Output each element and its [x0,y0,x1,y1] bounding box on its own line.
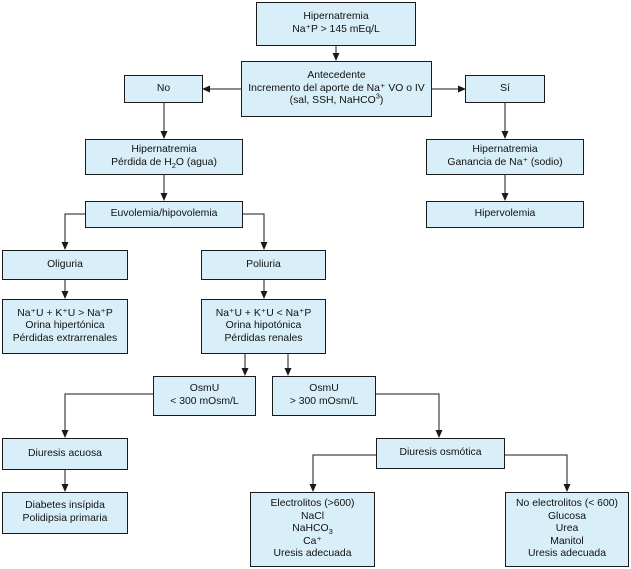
node-antecedente-line3: (sal, SSH, NaHCO3) [289,91,384,108]
node-ganancia-na-line2: Ganancia de Na⁺ (sodio) [447,157,563,168]
node-antecedente: Antecedente Incremento del aporte de Na⁺… [241,61,432,117]
node-root: Hipernatremia Na⁺P > 145 mEq/L [256,2,416,46]
node-no-electrolitos-line4: Manitol [550,535,584,547]
line2-sub: 2 [171,161,176,171]
node-ganancia-na: Hipernatremia Ganancia de Na⁺ (sodio) [426,139,584,175]
arrow-euvolemia-oliguria [61,213,85,250]
node-diabetes-line1: Diabetes insípida [25,500,105,512]
node-no-electrolitos: No electrolitos (< 600) Glucosa Urea Man… [505,492,629,567]
line2-pre: Pérdida de H [111,157,172,168]
node-renales: Na⁺U + K⁺U < Na⁺P Orina hipotónica Pérdi… [201,299,326,354]
node-no-label: No [156,82,171,94]
node-osm-high-line2: > 300 mOsm/L [289,396,359,407]
node-diuresis-acuosa-label: Diuresis acuosa [28,447,102,459]
node-osm-low: OsmU < 300 mOsm/L [153,376,256,416]
node-perdida-agua-line1: Hipernatremia [131,144,197,156]
node-poliuria: Poliuria [201,250,326,280]
node-extrarrenales: Na⁺U + K⁺U > Na⁺P Orina hipertónica Pérd… [2,299,128,354]
node-diuresis-osmotica-label: Diuresis osmótica [399,447,482,459]
node-osm-low-line2: < 300 mOsm/L [170,396,239,407]
node-antecedente-line2: Incremento del aporte de Na⁺ VO o IV [248,82,425,94]
node-poliuria-label: Poliuria [246,258,281,270]
node-root-line2: Na⁺P > 145 mEq/L [292,24,380,35]
node-electrolitos-line5: Uresis adecuada [273,548,352,560]
node-electrolitos-line4: Ca⁺ [303,535,322,547]
node-renales-line2: Orina hipotónica [225,320,302,332]
line3-sup: 3 [375,91,380,101]
node-diabetes-line2: Polidipsia primaria [22,513,108,524]
node-no-electrolitos-line1: No electrolitos (< 600) [516,498,618,510]
node-electrolitos: Electrolitos (>600) NaCl NaHCO3 Ca⁺ Ures… [250,492,375,567]
line3-pre: (sal, SSH, NaHCO [289,95,376,107]
node-extrarrenales-line3: Pérdidas extrarrenales [12,332,118,344]
node-si-label: Sí [500,82,510,94]
line3-sub: 3 [328,527,333,537]
line3-post: ) [379,95,384,107]
node-no-electrolitos-line3: Urea [555,523,579,535]
arrow-diuresis-osmotica-no-electrolitos [505,454,571,492]
node-osm-high: OsmU > 300 mOsm/L [272,376,376,416]
arrow-diuresis-osmotica-electrolitos [309,454,376,492]
node-hipervolemia-label: Hipervolemia [474,208,536,220]
node-extrarrenales-line1: Na⁺U + K⁺U > Na⁺P [17,307,113,319]
line2-post: O (agua) [175,157,217,168]
arrow-euvolemia-poliuria [243,213,268,250]
node-osm-low-line1: OsmU [189,383,220,395]
node-hipervolemia: Hipervolemia [426,201,584,228]
node-euvolemia-label: Euvolemia/hipovolemia [110,208,218,220]
node-renales-line3: Pérdidas renales [224,332,303,344]
arrow-osm-low-diuresis-acuosa [61,393,153,438]
node-diuresis-acuosa: Diuresis acuosa [2,438,128,470]
node-electrolitos-line3: NaHCO3 [292,523,333,536]
node-diuresis-osmotica: Diuresis osmótica [376,438,505,469]
node-no-electrolitos-line2: Glucosa [547,510,587,522]
node-no: No [124,75,203,103]
node-diabetes: Diabetes insípida Polidipsia primaria [2,492,128,534]
arrow-osm-high-diuresis-osmotica [376,393,443,438]
node-oliguria: Oliguria [2,250,128,280]
node-oliguria-label: Oliguria [47,258,83,270]
node-euvolemia: Euvolemia/hipovolemia [85,201,243,228]
node-perdida-agua: Hipernatremia Pérdida de H2O (agua) [85,139,243,175]
node-antecedente-line1: Antecedente [307,70,366,82]
node-ganancia-na-line1: Hipernatremia [472,144,538,156]
node-extrarrenales-line2: Orina hipertónica [25,320,105,332]
node-electrolitos-line2: NaCl [300,510,325,522]
line3-pre: NaHCO [292,523,329,535]
node-si: Sí [465,75,545,103]
node-root-line1: Hipernatremia [303,11,369,23]
node-no-electrolitos-line5: Uresis adecuada [528,548,606,560]
node-renales-line1: Na⁺U + K⁺U < Na⁺P [215,307,312,319]
node-perdida-agua-line2: Pérdida de H2O (agua) [111,157,217,170]
node-electrolitos-line1: Electrolitos (>600) [270,498,355,510]
node-osm-high-line1: OsmU [309,383,339,395]
